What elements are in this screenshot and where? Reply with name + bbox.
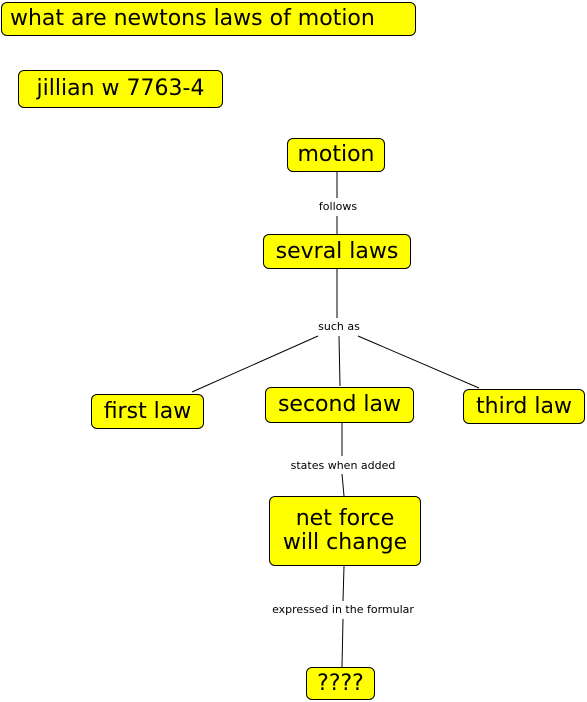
such-as-link-label: such as <box>311 320 367 334</box>
first-law-node[interactable]: first law <box>91 394 204 429</box>
states-when-added-link-label: states when added <box>281 459 405 473</box>
connector-such-as-second-law <box>338 335 341 387</box>
connector-such-as-first-law <box>191 335 319 393</box>
third-law-node[interactable]: third law <box>463 389 585 424</box>
connector-expressed-unknown <box>341 618 344 668</box>
second-law-node[interactable]: second law <box>265 387 414 423</box>
net-force-node[interactable]: net force will change <box>269 496 421 566</box>
several-laws-node[interactable]: sevral laws <box>263 234 411 269</box>
follows-link-label: follows <box>313 200 363 214</box>
connector-net-force-expressed <box>342 565 345 602</box>
unknown-formula-node[interactable]: ???? <box>306 667 375 700</box>
expressed-in-link-label: expressed in the formular <box>260 603 426 617</box>
connector-states-net-force <box>341 473 345 497</box>
connector-such-as-third-law <box>357 335 480 389</box>
title-node[interactable]: what are newtons laws of motion <box>1 2 416 36</box>
motion-node[interactable]: motion <box>287 138 385 172</box>
author-node[interactable]: jillian w 7763-4 <box>18 70 223 108</box>
